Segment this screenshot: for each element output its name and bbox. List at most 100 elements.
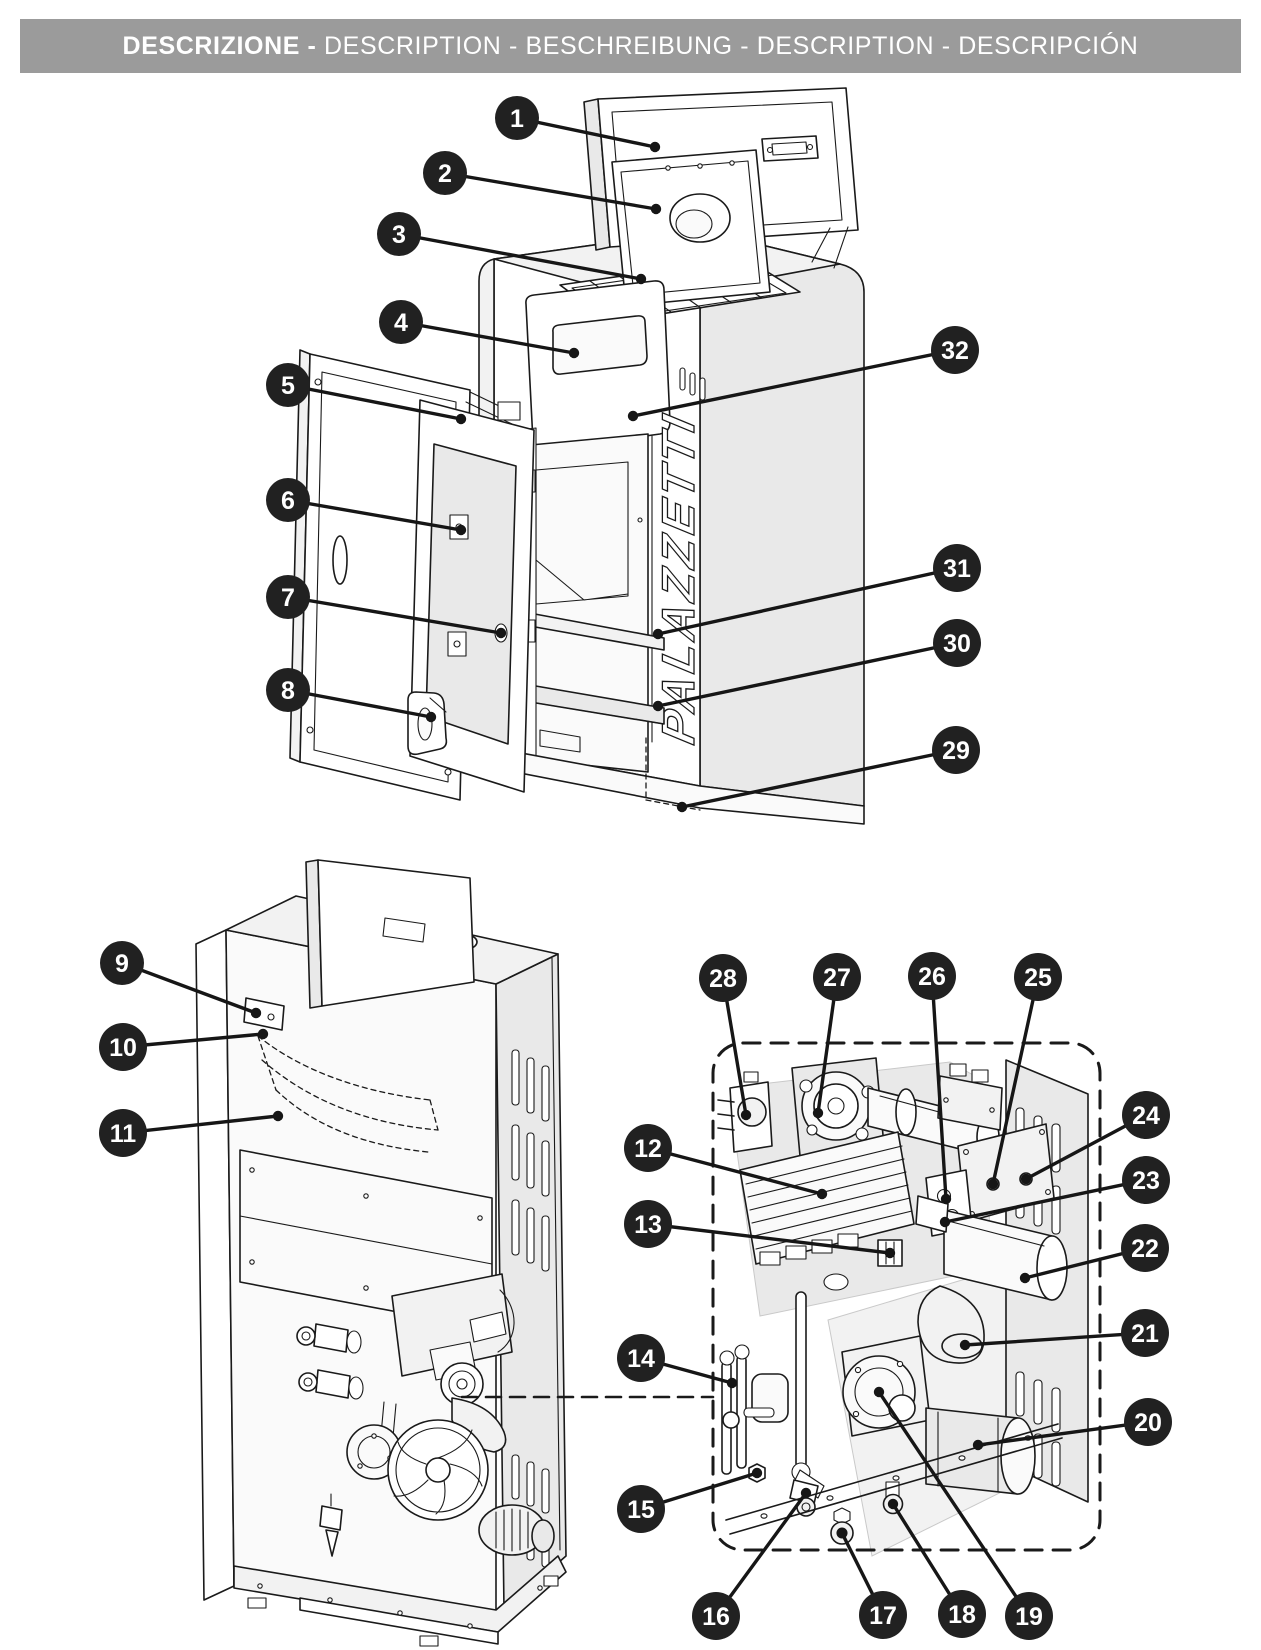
leader-dot-8	[425, 711, 437, 723]
callout-badge-8	[266, 668, 310, 712]
leader-dot-5	[455, 413, 467, 425]
callout-number-24: 24	[1132, 1102, 1160, 1130]
leader-dot-23	[939, 1216, 951, 1228]
leader-line-6	[286, 498, 463, 532]
leader-line-32	[631, 348, 957, 418]
callout-badge-10	[99, 1023, 147, 1071]
callout-number-11: 11	[110, 1120, 137, 1148]
leader-line-21	[963, 1331, 1147, 1347]
callout-31: 31	[652, 544, 981, 640]
callout-1: 1	[495, 96, 661, 153]
brand-edge: PALAZZETTI	[651, 367, 706, 749]
hopper-front-panel	[525, 280, 671, 452]
leader-line-23	[943, 1178, 1148, 1224]
callout-badge-25	[1014, 953, 1062, 1001]
callout-number-21: 21	[1131, 1320, 1159, 1348]
callout-badge-21	[1121, 1309, 1169, 1357]
callout-number-12: 12	[634, 1135, 662, 1163]
callout-3: 3	[377, 212, 647, 285]
callout-badge-4	[379, 300, 423, 344]
callout-23: 23	[939, 1156, 1170, 1228]
callout-20: 20	[972, 1398, 1172, 1451]
header-title-translations: DESCRIPTION - BESCHREIBUNG - DESCRIPTION…	[316, 31, 1139, 60]
switch-bracket	[937, 1063, 1003, 1131]
callout-number-8: 8	[281, 677, 295, 705]
side-door-inner	[407, 391, 535, 793]
header-title-primary: DESCRIZIONE -	[122, 31, 317, 60]
callout-number-3: 3	[392, 221, 406, 249]
callout-badge-23	[1122, 1156, 1170, 1204]
callout-number-20: 20	[1134, 1409, 1162, 1437]
callout-badge-6	[266, 478, 310, 522]
leader-line-2	[443, 171, 658, 211]
callout-25: 25	[987, 953, 1062, 1190]
brand-logo: PALAZZETTI	[652, 407, 703, 748]
callout-badge-7	[266, 575, 310, 619]
callout-badge-16	[692, 1592, 740, 1640]
callout-badge-32	[931, 326, 979, 374]
leader-line-13	[646, 1222, 892, 1255]
leader-dot-2	[650, 203, 662, 215]
callout-24: 24	[1020, 1091, 1170, 1185]
drain-valve	[319, 1493, 343, 1557]
pump	[841, 1335, 931, 1437]
leader-line-12	[646, 1146, 824, 1196]
callout-17: 17	[836, 1527, 907, 1639]
leader-line-8	[286, 688, 433, 719]
callout-10: 10	[99, 1023, 269, 1071]
leader-dot-17	[836, 1527, 848, 1539]
callout-14: 14	[617, 1334, 738, 1389]
callout-8: 8	[266, 668, 437, 723]
callout-badge-26	[908, 952, 956, 1000]
callout-badge-3	[377, 212, 421, 256]
callout-26: 26	[908, 952, 956, 1205]
leader-dot-18	[887, 1498, 899, 1510]
callout-number-23: 23	[1132, 1167, 1160, 1195]
base-frame	[233, 1555, 567, 1647]
callout-badge-27	[813, 953, 861, 1001]
callout-number-22: 22	[1131, 1235, 1159, 1263]
callout-badge-1	[495, 96, 539, 140]
flue-fan	[387, 1419, 489, 1521]
callout-number-9: 9	[115, 950, 129, 978]
callout-16: 16	[692, 1487, 812, 1640]
gearmotor	[791, 1057, 885, 1157]
leader-dot-21	[959, 1339, 971, 1351]
callout-number-28: 28	[709, 965, 737, 993]
callout-21: 21	[959, 1309, 1169, 1357]
leader-line-19	[877, 1390, 1031, 1618]
callout-30: 30	[652, 619, 981, 712]
callout-number-30: 30	[943, 630, 971, 658]
callout-7: 7	[266, 575, 507, 639]
callout-number-32: 32	[941, 337, 969, 365]
callout-12: 12	[624, 1124, 828, 1200]
boiler-drain	[830, 1507, 854, 1545]
fan-motor	[478, 1504, 555, 1556]
callout-badge-17	[859, 1591, 907, 1639]
leader-line-29	[680, 748, 958, 809]
callout-number-5: 5	[281, 372, 295, 400]
leader-dot-22	[1019, 1272, 1031, 1284]
callout-number-16: 16	[702, 1603, 730, 1631]
callout-badge-11	[99, 1109, 147, 1157]
callout-number-26: 26	[918, 963, 946, 991]
callout-number-29: 29	[942, 737, 970, 765]
firebox	[519, 427, 665, 773]
leader-line-5	[286, 383, 463, 421]
leader-dot-6	[455, 524, 467, 536]
callout-13: 13	[624, 1200, 896, 1259]
callout-6: 6	[266, 478, 467, 536]
callout-22: 22	[1019, 1224, 1169, 1284]
center-pipe	[791, 1291, 825, 1499]
leader-dot-30	[652, 700, 664, 712]
hopper-funnel-dashed	[257, 1035, 439, 1153]
leader-dot-14	[726, 1377, 738, 1389]
callout-27: 27	[812, 953, 861, 1119]
leader-line-11	[121, 1114, 280, 1135]
callout-number-27: 27	[823, 964, 851, 992]
leader-dot-15	[751, 1467, 763, 1479]
leader-dot-13	[884, 1247, 896, 1259]
callout-number-10: 10	[109, 1034, 137, 1062]
callout-number-1: 1	[510, 105, 524, 133]
